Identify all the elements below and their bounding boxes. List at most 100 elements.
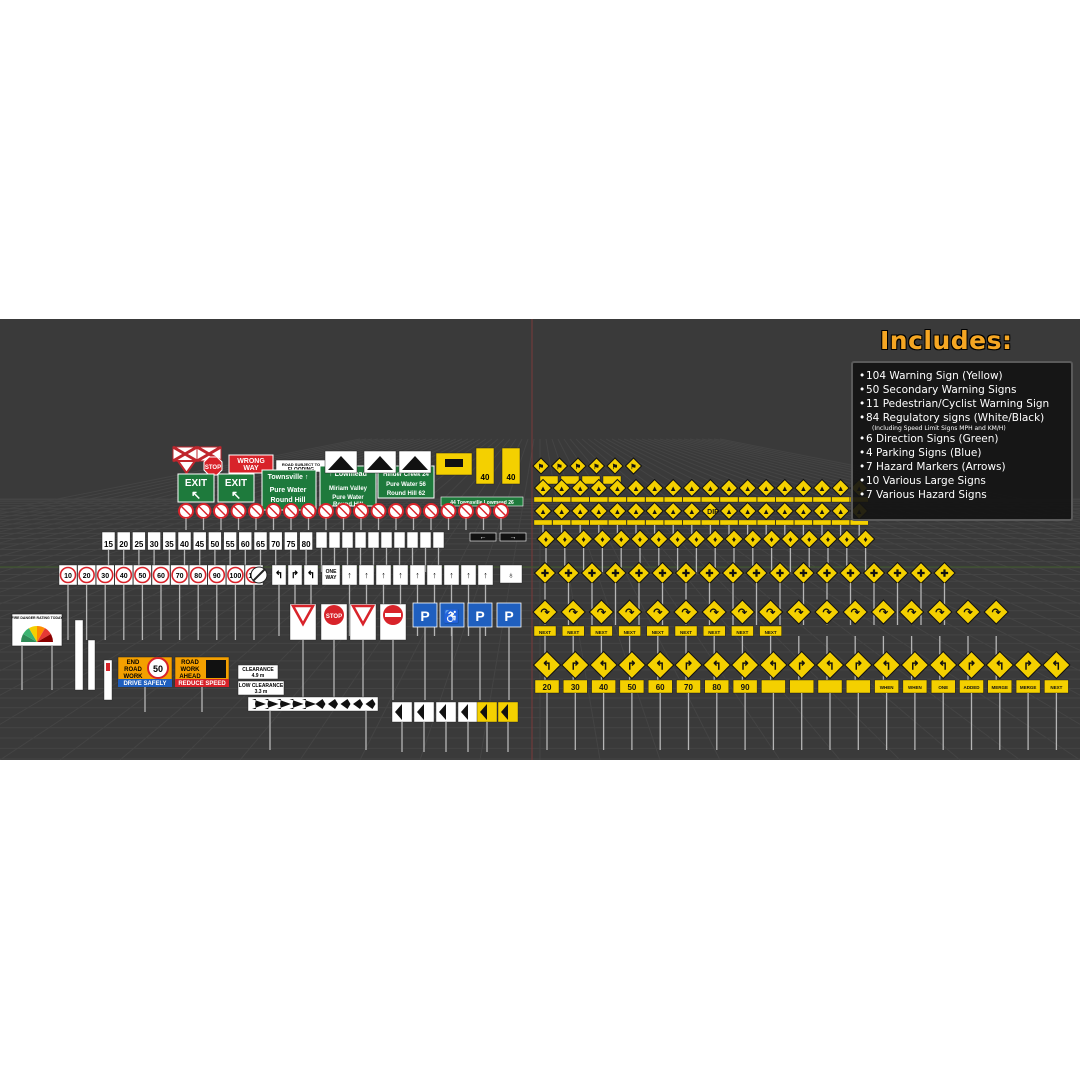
exit-text: EXIT bbox=[185, 478, 207, 489]
warning-sign-glyph: ▲ bbox=[837, 484, 845, 493]
speed-limit-value: 60 bbox=[241, 540, 250, 549]
intersection-warning-sign-glyph: ✚ bbox=[776, 569, 784, 580]
warning-plate bbox=[533, 496, 553, 503]
animal-warning-sign-glyph: ♦ bbox=[713, 535, 717, 544]
includes-panel: •104 Warning Sign (Yellow)•50 Secondary … bbox=[851, 361, 1073, 521]
turn-warning-sign-glyph: ↱ bbox=[1023, 659, 1033, 673]
speed-limit-kmh-value: 20 bbox=[83, 573, 91, 580]
grid-line bbox=[641, 438, 1080, 593]
direction-text: Townsville ↑ bbox=[268, 474, 309, 481]
curve-warning-sign-glyph: ↷ bbox=[992, 607, 1002, 619]
arrow-up-left-icon: ↖ bbox=[191, 488, 201, 502]
grid-line bbox=[575, 438, 901, 760]
pedestrian-warning-sign-glyph: ⚑ bbox=[593, 462, 599, 471]
distance-text: Round Hill 62 bbox=[387, 491, 426, 497]
animal-warning-sign-glyph: ♦ bbox=[563, 535, 567, 544]
advisory-speed-value: 80 bbox=[712, 683, 721, 692]
grid-line bbox=[0, 438, 373, 519]
warning-sign bbox=[570, 478, 590, 498]
curve-warning-sign bbox=[814, 599, 840, 625]
road-work-ahead-text: WORK bbox=[181, 667, 201, 673]
warning-sign-glyph: ▲ bbox=[558, 484, 566, 493]
road-work-ahead-text: ROAD bbox=[181, 660, 199, 666]
reduce-speed-text: REDUCE SPEED bbox=[178, 681, 226, 687]
regulatory-sign bbox=[315, 531, 328, 549]
warning-sign bbox=[794, 501, 813, 521]
animal-warning-sign-glyph: ♦ bbox=[582, 535, 586, 544]
parking-letter: P bbox=[420, 608, 429, 624]
intersection-warning-sign-glyph: ✚ bbox=[706, 569, 714, 580]
end-road-work-text: END bbox=[127, 660, 140, 666]
warning-sign bbox=[719, 478, 739, 498]
animal-warning-sign-glyph: ♦ bbox=[619, 535, 623, 544]
bullet-icon: • bbox=[859, 398, 866, 410]
curve-warning-sign-glyph: ↷ bbox=[625, 607, 635, 619]
intersection-warning-sign-glyph: ✚ bbox=[729, 569, 737, 580]
parking-letter: P bbox=[504, 608, 513, 624]
turn-warning-sign-glyph: ↱ bbox=[570, 659, 580, 673]
turn-warning-sign bbox=[730, 650, 760, 680]
includes-item-text: 7 Hazard Markers (Arrows) bbox=[866, 461, 1006, 473]
warning-sign bbox=[775, 501, 795, 521]
speed-limit-kmh-value: 50 bbox=[139, 573, 147, 580]
warning-sign-glyph: ▲ bbox=[651, 507, 659, 516]
warning-sign-glyph: ▲ bbox=[762, 484, 770, 493]
one-way-text: WAY bbox=[326, 575, 338, 581]
give-way-triangle bbox=[350, 604, 376, 627]
curve-warning-sign bbox=[673, 599, 699, 625]
warning-plate bbox=[757, 496, 776, 503]
turn-warning-sign bbox=[957, 650, 986, 680]
intersection-warning-sign-glyph: ✚ bbox=[682, 569, 690, 580]
arrow-left-icon: ← bbox=[480, 534, 487, 541]
warning-sign-glyph: ▲ bbox=[651, 484, 659, 493]
warning-sign bbox=[831, 478, 850, 498]
warning-sign-glyph: ▲ bbox=[669, 484, 677, 493]
pedestrian-warning-sign bbox=[532, 457, 550, 475]
one-way-sign bbox=[321, 564, 341, 586]
warning-plate bbox=[589, 519, 608, 526]
speed-limit-kmh-ring bbox=[96, 566, 114, 584]
exit-sign-right bbox=[217, 473, 255, 503]
regulatory-sign bbox=[406, 531, 419, 549]
exit-text: EXIT bbox=[225, 478, 247, 489]
pedestrian-warning-sign-glyph: ⚑ bbox=[630, 462, 636, 471]
arrow-up-icon: ↑ bbox=[466, 570, 471, 580]
curve-warning-sign bbox=[842, 599, 868, 625]
hazard-arrow bbox=[417, 704, 424, 720]
intersection-warning-sign-glyph: ✚ bbox=[800, 569, 808, 580]
warning-sign-glyph: ▲ bbox=[725, 484, 733, 493]
one-way-arrow-sign bbox=[469, 532, 497, 542]
regulatory-sign bbox=[380, 531, 393, 549]
parking-letter: P bbox=[475, 608, 484, 624]
intersection-warning-sign-glyph: ✚ bbox=[635, 569, 643, 580]
pedestrian-warning-sign bbox=[587, 457, 606, 475]
prohibition-slash bbox=[408, 505, 419, 517]
bullet-icon: • bbox=[859, 384, 866, 396]
speed-limit-kmh-value: 90 bbox=[213, 573, 221, 580]
speed-limit-kmh-ring bbox=[189, 566, 207, 584]
direction-text: Pure Water bbox=[270, 487, 307, 494]
speed-advisory-sign bbox=[475, 447, 495, 485]
distance-text: Pure Water 56 bbox=[386, 482, 426, 488]
turn-warning-sign-glyph: ↱ bbox=[627, 659, 637, 673]
intersection-warning-sign-glyph: ✚ bbox=[894, 569, 902, 580]
next-distance-text: NEXT bbox=[765, 630, 777, 635]
chevron-mark bbox=[264, 699, 279, 709]
turn-warning-sign bbox=[674, 650, 703, 680]
warning-sign bbox=[719, 501, 739, 521]
speed-limit-value: 30 bbox=[150, 540, 159, 549]
animal-warning-sign-glyph: ♦ bbox=[676, 535, 680, 544]
grid-line bbox=[359, 438, 523, 760]
turn-warning-sign-glyph: ↰ bbox=[712, 659, 722, 673]
advisory-speed-value: 50 bbox=[627, 683, 636, 692]
next-distance-text: NEXT bbox=[539, 630, 551, 635]
warning-plate bbox=[775, 496, 794, 503]
curve-warning-sign-glyph: ↷ bbox=[681, 607, 691, 619]
warning-sign bbox=[608, 478, 627, 498]
advisory-speed-value: 30 bbox=[571, 683, 580, 692]
warning-sign-glyph: ▲ bbox=[576, 507, 584, 516]
warning-sign bbox=[608, 501, 627, 521]
arrow-up-icon: ↑ bbox=[347, 570, 352, 580]
dip-text: DIP bbox=[707, 509, 719, 516]
speed-limit-kmh-value: 10 bbox=[64, 573, 72, 580]
